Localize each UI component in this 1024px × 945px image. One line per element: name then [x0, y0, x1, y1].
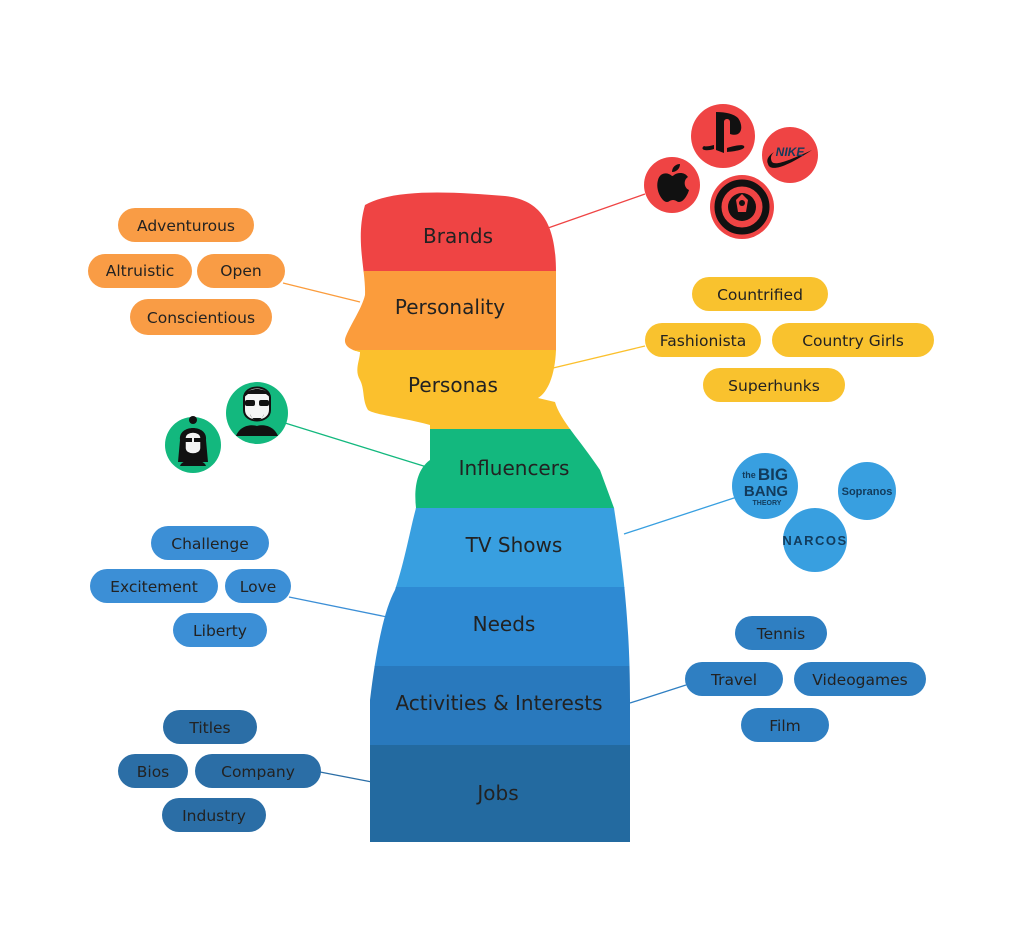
svg-text:Company: Company: [221, 763, 295, 781]
apple-icon: [644, 157, 700, 213]
band-activities: [344, 666, 630, 746]
pill-travel[interactable]: Travel: [685, 662, 783, 696]
svg-text:Countrified: Countrified: [717, 286, 803, 304]
pill-company[interactable]: Company: [195, 754, 321, 788]
band-label-personality: Personality: [395, 295, 505, 319]
band-label-activities: Activities & Interests: [395, 691, 602, 715]
personality-pills: Adventurous Altruistic Open Conscientiou…: [88, 208, 285, 335]
pill-love[interactable]: Love: [225, 569, 291, 603]
activities-pills: Tennis Travel Videogames Film: [685, 616, 926, 742]
pill-adventurous[interactable]: Adventurous: [118, 208, 254, 242]
pill-tennis[interactable]: Tennis: [735, 616, 827, 650]
tv-show-logos: the BIG BANG THEORY Sopranos NARCOS: [732, 453, 896, 572]
svg-text:THEORY: THEORY: [753, 500, 782, 507]
brands-connector: [547, 193, 646, 229]
nike-wordmark: NIKE: [776, 145, 806, 159]
svg-text:Bios: Bios: [137, 763, 170, 781]
band-label-jobs: Jobs: [475, 781, 518, 805]
personas-pills: Countrified Fashionista Country Girls Su…: [645, 277, 934, 402]
needs-connector: [288, 596, 393, 619]
band-needs: [344, 587, 630, 667]
svg-text:Adventurous: Adventurous: [137, 217, 235, 235]
svg-text:Film: Film: [769, 717, 801, 735]
svg-text:Videogames: Videogames: [812, 671, 907, 689]
starbucks-icon: [710, 175, 774, 239]
svg-text:Challenge: Challenge: [171, 535, 249, 553]
pill-superhunks[interactable]: Superhunks: [703, 368, 845, 402]
needs-pills: Challenge Excitement Love Liberty: [90, 526, 291, 647]
svg-text:BANG: BANG: [744, 483, 788, 500]
sopranos-logo: Sopranos: [838, 462, 896, 520]
svg-text:Excitement: Excitement: [110, 578, 198, 596]
pill-conscientious[interactable]: Conscientious: [130, 299, 272, 335]
band-label-needs: Needs: [473, 612, 536, 636]
tv-shows-connector: [623, 496, 738, 535]
svg-text:Sopranos: Sopranos: [842, 486, 893, 498]
influencer-woman-icon: [165, 416, 221, 473]
influencer-avatars: [165, 382, 288, 473]
jobs-pills: Titles Bios Company Industry: [118, 710, 321, 832]
nike-icon: NIKE: [762, 127, 818, 183]
svg-text:Liberty: Liberty: [193, 622, 247, 640]
svg-text:Country Girls: Country Girls: [802, 332, 904, 350]
narcos-logo: NARCOS: [782, 508, 847, 572]
pill-industry[interactable]: Industry: [162, 798, 266, 832]
svg-text:BIG: BIG: [758, 465, 788, 484]
pill-country-girls[interactable]: Country Girls: [772, 323, 934, 357]
svg-text:Titles: Titles: [188, 719, 230, 737]
svg-text:Altruistic: Altruistic: [106, 262, 174, 280]
personality-connector: [282, 282, 361, 303]
band-label-personas: Personas: [408, 373, 498, 397]
jobs-connector: [319, 771, 373, 783]
pill-fashionista[interactable]: Fashionista: [645, 323, 761, 357]
svg-text:Tennis: Tennis: [756, 625, 805, 643]
influencer-man-sunglasses-icon: [226, 382, 288, 444]
pill-altruistic[interactable]: Altruistic: [88, 254, 192, 288]
pill-liberty[interactable]: Liberty: [173, 613, 267, 647]
svg-text:Love: Love: [240, 578, 277, 596]
pill-excitement[interactable]: Excitement: [90, 569, 218, 603]
pill-videogames[interactable]: Videogames: [794, 662, 926, 696]
brand-logos: NIKE: [644, 104, 818, 239]
big-bang-theory-logo: the BIG BANG THEORY: [732, 453, 798, 519]
influencers-connector: [284, 422, 431, 469]
head-silhouette: [344, 192, 630, 842]
svg-text:Conscientious: Conscientious: [147, 309, 255, 327]
svg-text:Industry: Industry: [182, 807, 246, 825]
pill-bios[interactable]: Bios: [118, 754, 188, 788]
pill-open[interactable]: Open: [197, 254, 285, 288]
pill-film[interactable]: Film: [741, 708, 829, 742]
svg-text:NARCOS: NARCOS: [782, 533, 847, 548]
svg-text:the: the: [742, 470, 756, 480]
pill-countrified[interactable]: Countrified: [692, 277, 828, 311]
pill-titles[interactable]: Titles: [163, 710, 257, 744]
band-jobs: [344, 745, 630, 842]
band-label-influencers: Influencers: [459, 456, 570, 480]
svg-text:Fashionista: Fashionista: [660, 332, 746, 350]
band-label-brands: Brands: [423, 224, 493, 248]
playstation-icon: [691, 104, 755, 168]
pill-challenge[interactable]: Challenge: [151, 526, 269, 560]
svg-text:Open: Open: [220, 262, 261, 280]
svg-text:Travel: Travel: [710, 671, 757, 689]
band-label-tv-shows: TV Shows: [465, 533, 563, 557]
svg-text:Superhunks: Superhunks: [728, 377, 820, 395]
activities-connector: [629, 684, 687, 704]
